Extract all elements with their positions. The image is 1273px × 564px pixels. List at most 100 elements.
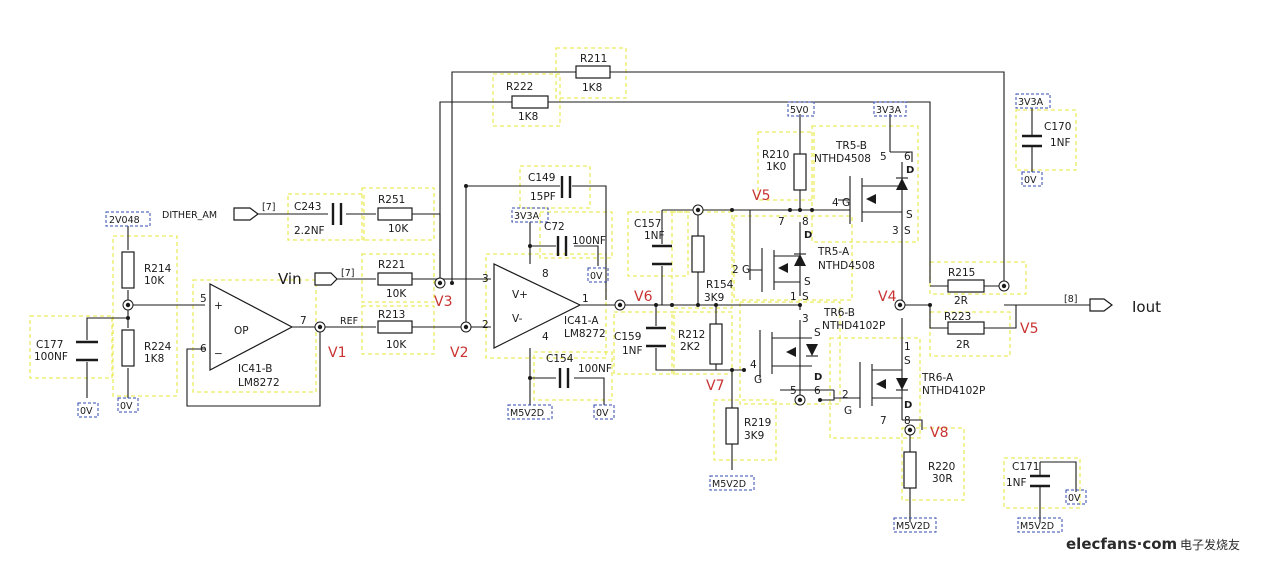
r220-val: 30R bbox=[932, 473, 953, 485]
r222-body bbox=[511, 95, 549, 109]
c149-val: 15PF bbox=[530, 191, 556, 203]
c154-ref: C154 bbox=[546, 353, 574, 365]
r212-ref: R212 bbox=[678, 329, 705, 341]
ic41a-ref: IC41-A bbox=[564, 315, 599, 327]
ic41a-minus: V- bbox=[512, 313, 523, 325]
ref-label: REF bbox=[340, 316, 358, 327]
c177-val: 100NF bbox=[34, 351, 68, 363]
tr5a-s: S bbox=[804, 276, 811, 288]
tr6b-pin6: 6 bbox=[814, 385, 821, 397]
tr5a-pin8: 8 bbox=[802, 216, 809, 228]
gnd-c177: 0V bbox=[80, 406, 93, 417]
ic41b-triangle bbox=[209, 283, 294, 371]
rail-m5v2d-r220: M5V2D bbox=[896, 521, 930, 532]
r211-ref: R211 bbox=[580, 53, 607, 65]
r215-body bbox=[947, 279, 985, 293]
gnd-c72: 0V bbox=[590, 271, 603, 282]
c171-val: 1NF bbox=[1006, 477, 1027, 489]
tr6b-s: S bbox=[814, 327, 821, 339]
node-v4: V4 bbox=[878, 289, 897, 305]
tr6a-symbol bbox=[859, 362, 908, 408]
c154-val: 100NF bbox=[578, 363, 612, 375]
tr6b-pin4: 4 bbox=[750, 359, 757, 371]
dither-port-arrow bbox=[233, 207, 259, 221]
vin-port-arrow bbox=[314, 272, 338, 286]
r224-body bbox=[121, 329, 135, 367]
dither-label: DITHER_AM bbox=[162, 210, 217, 221]
c170-val: 1NF bbox=[1050, 137, 1071, 149]
gnd-r224: 0V bbox=[120, 401, 133, 412]
junctions bbox=[122, 184, 1010, 436]
c72-plates bbox=[556, 236, 568, 256]
c171-ref: C171 bbox=[1012, 461, 1039, 473]
tr6a-pin2: 2 bbox=[842, 389, 849, 401]
r220-ref: R220 bbox=[928, 461, 955, 473]
ic41a-pin1: 1 bbox=[582, 293, 589, 305]
tr5b-d: D bbox=[906, 165, 914, 176]
rail-2v048: 2V048 bbox=[109, 215, 140, 226]
ic41b-name: OP bbox=[234, 325, 249, 337]
c171-plates bbox=[1030, 474, 1050, 488]
c159-ref: C159 bbox=[614, 331, 641, 343]
c72-val: 100NF bbox=[572, 235, 606, 247]
c154-plates bbox=[558, 368, 570, 388]
tr5b-ref: TR5-B bbox=[835, 140, 867, 152]
ic41b-pin6: 6 bbox=[200, 343, 207, 355]
tr5a-part: NTHD4508 bbox=[818, 260, 875, 272]
r211-body bbox=[575, 65, 611, 79]
r251-ref: R251 bbox=[378, 194, 405, 206]
r222-ref: R222 bbox=[506, 81, 533, 93]
r223-ref: R223 bbox=[944, 311, 971, 323]
node-v1: V1 bbox=[328, 345, 346, 361]
c149-ref: C149 bbox=[528, 172, 555, 184]
tr6a-g: G bbox=[844, 405, 852, 417]
tr5b-part: NTHD4508 bbox=[814, 153, 871, 165]
r221-val: 10K bbox=[386, 288, 407, 300]
tr6a-d: D bbox=[904, 400, 912, 411]
r219-val: 3K9 bbox=[744, 430, 764, 442]
tr6b-g: G bbox=[754, 374, 762, 386]
r212-val: 2K2 bbox=[680, 341, 700, 353]
tr5a-symbol bbox=[761, 248, 806, 292]
r214-ref: R214 bbox=[144, 263, 172, 275]
r154-val: 3K9 bbox=[704, 292, 724, 304]
c72-ref: C72 bbox=[544, 221, 565, 233]
node-v5-tr5: V5 bbox=[752, 188, 770, 204]
component-outlines bbox=[29, 47, 1081, 509]
r219-body bbox=[725, 407, 739, 445]
c243-ref: C243 bbox=[294, 201, 321, 213]
c170-plates bbox=[1022, 134, 1042, 148]
tr6b-ref: TR6-B bbox=[823, 307, 855, 319]
r212-body bbox=[709, 323, 723, 365]
rail-m5v2d-r219: M5V2D bbox=[712, 479, 746, 490]
resistors bbox=[121, 65, 985, 489]
tr6b-d: D bbox=[814, 372, 822, 383]
watermark-brand: elecfans·com bbox=[1066, 535, 1177, 553]
tr5b-s: S bbox=[906, 209, 913, 221]
net-ports bbox=[233, 207, 1113, 312]
tr5b-pin6: 6 bbox=[904, 151, 911, 163]
rail-3v3a-c170: 3V3A bbox=[1018, 97, 1044, 108]
r154-ref: R154 bbox=[706, 279, 734, 291]
tr6a-ref: TR6-A bbox=[921, 372, 954, 384]
rail-5v0: 5V0 bbox=[790, 105, 809, 116]
ic41a-pin3: 3 bbox=[482, 273, 489, 285]
ic41b-part: LM8272 bbox=[238, 377, 280, 389]
tr6a-pin8: 8 bbox=[904, 415, 911, 427]
c170-ref: C170 bbox=[1044, 121, 1071, 133]
vin-label: Vin bbox=[278, 270, 302, 288]
r223-val: 2R bbox=[956, 339, 970, 351]
ic41a-plus: V+ bbox=[512, 289, 528, 301]
r215-ref: R215 bbox=[948, 267, 975, 279]
node-v7: V7 bbox=[706, 378, 724, 394]
c157-plates bbox=[652, 244, 672, 266]
r210-body bbox=[793, 153, 807, 191]
c243-plates bbox=[331, 203, 343, 225]
r215-val: 2R bbox=[954, 295, 968, 307]
tr5b-pin4: 4 bbox=[832, 197, 839, 209]
c243-val: 2.2NF bbox=[294, 225, 325, 237]
r251-val: 10K bbox=[388, 223, 409, 235]
tr5a-d: D bbox=[804, 230, 812, 241]
tr5a-ref: TR5-A bbox=[817, 246, 850, 258]
